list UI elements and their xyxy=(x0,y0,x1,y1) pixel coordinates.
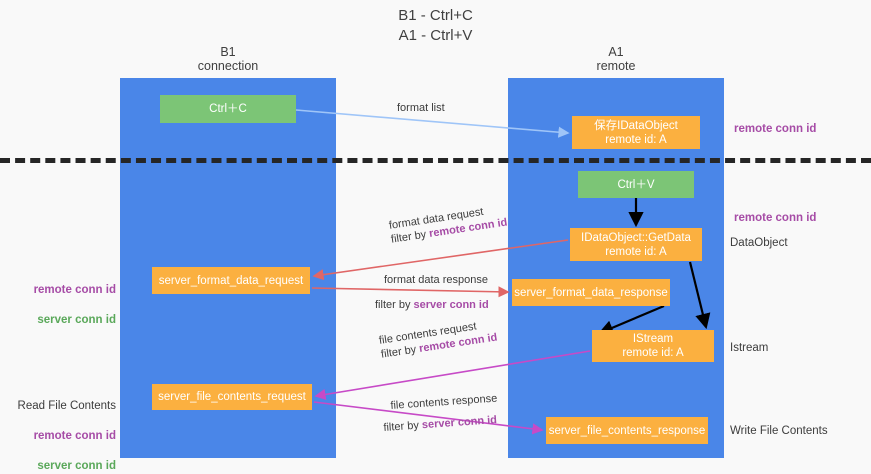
edge-label-format-data-response-filter: filter by server conn id xyxy=(375,298,489,312)
node-ctrl-c[interactable]: Ctrl＋C xyxy=(160,95,296,123)
annotation-istream: Istream xyxy=(730,342,769,354)
node-ctrl-v[interactable]: Ctrl＋V xyxy=(578,171,694,198)
filter-prefix: filter by xyxy=(383,419,423,434)
annotation-left-remote-conn-id-2: remote conn id xyxy=(33,430,116,442)
annotation-left-remote-conn-id: remote conn id xyxy=(33,284,116,296)
edge-label-format-data-response: format data response xyxy=(384,274,488,286)
filter-key-server-conn-id: server conn id xyxy=(413,299,489,311)
annotation-left-server-conn-id: server conn id xyxy=(37,314,116,326)
node-server-format-data-request[interactable]: server_format_data_request xyxy=(152,267,310,294)
filter-prefix: filter by xyxy=(375,299,414,311)
annotation-write-file-contents: Write File Contents xyxy=(730,425,828,437)
annotation-dataobject: DataObject xyxy=(730,237,788,249)
node-server-format-data-response[interactable]: server_format_data_response xyxy=(512,279,670,306)
edge-label-format-list: format list xyxy=(397,102,445,114)
annotation-left-conn-ids: remote conn id server conn id xyxy=(20,268,116,328)
annotation-left-server-conn-id-2: server conn id xyxy=(37,460,116,472)
annotation-left-read-file-contents-group: Read File Contents remote conn id server… xyxy=(10,384,116,474)
column-header-b1: B1 connection xyxy=(197,45,259,73)
annotation-remote-conn-id-top: remote conn id xyxy=(734,123,817,135)
node-istream[interactable]: IStream remote id: A xyxy=(592,330,714,362)
node-server-file-contents-request[interactable]: server_file_contents_request xyxy=(152,384,312,410)
annotation-remote-conn-id-mid: remote conn id xyxy=(734,212,817,224)
column-header-a1: A1 remote xyxy=(596,45,636,73)
node-save-idataobject[interactable]: 保存IDataObject remote id: A xyxy=(572,116,700,149)
node-idataobject-getdata[interactable]: IDataObject::GetData remote id: A xyxy=(570,228,702,261)
node-server-file-contents-response[interactable]: server_file_contents_response xyxy=(546,417,708,444)
annotation-read-file-contents: Read File Contents xyxy=(17,400,116,412)
diagram-title: B1 - Ctrl+C A1 - Ctrl+V xyxy=(398,7,473,44)
phase-divider xyxy=(0,158,871,163)
